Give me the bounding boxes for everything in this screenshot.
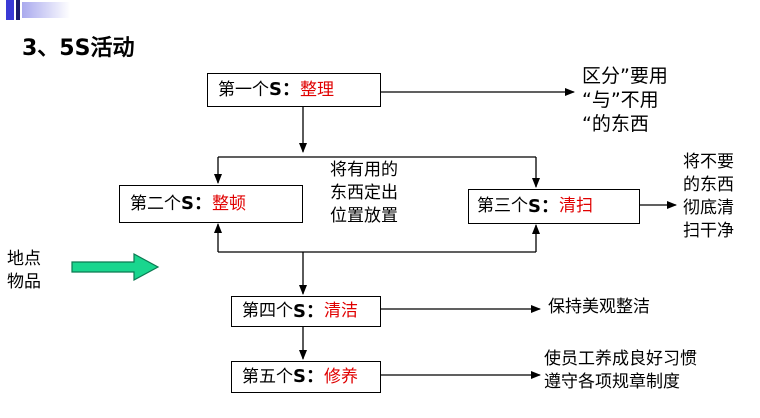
step2-note: 将有用的 东西定出 位置放置 xyxy=(330,160,398,226)
step4-note: 保持美观整洁 xyxy=(548,297,650,317)
corner-decoration xyxy=(0,0,70,20)
green-arrow-icon xyxy=(71,252,160,282)
step5-prefix: 第五个 xyxy=(242,366,293,387)
step5-note: 使员工养成良好习惯 遵守各项规章制度 xyxy=(544,349,697,392)
step1-name: 整理 xyxy=(299,79,334,100)
step1-note: 区分”要用 “与”不用 “的东西 xyxy=(582,65,668,135)
step2-prefix: 第二个 xyxy=(130,193,181,214)
step4-s: S： xyxy=(293,300,324,322)
step2-name: 整顿 xyxy=(211,193,246,214)
left-label: 地点 物品 xyxy=(7,249,41,292)
step4-name: 清洁 xyxy=(323,301,358,321)
step3-note: 将不要 的东西 彻底清 扫干净 xyxy=(683,152,734,241)
step5-s: S： xyxy=(293,366,324,387)
step4-prefix: 第四个 xyxy=(242,301,293,321)
step2-s: S： xyxy=(181,193,212,214)
corner-blue-bar xyxy=(6,0,14,20)
step1-prefix: 第一个 xyxy=(218,79,269,100)
corner-dark-bar xyxy=(16,0,20,20)
slide-title: 3、5S活动 xyxy=(22,36,135,61)
corner-gradient-bar xyxy=(22,2,70,18)
step3-s: S： xyxy=(528,195,559,217)
step3-name: 清扫 xyxy=(558,196,593,216)
step1-s: S： xyxy=(269,79,300,100)
step3-prefix: 第三个 xyxy=(477,196,528,216)
step5-name: 修养 xyxy=(323,366,358,387)
